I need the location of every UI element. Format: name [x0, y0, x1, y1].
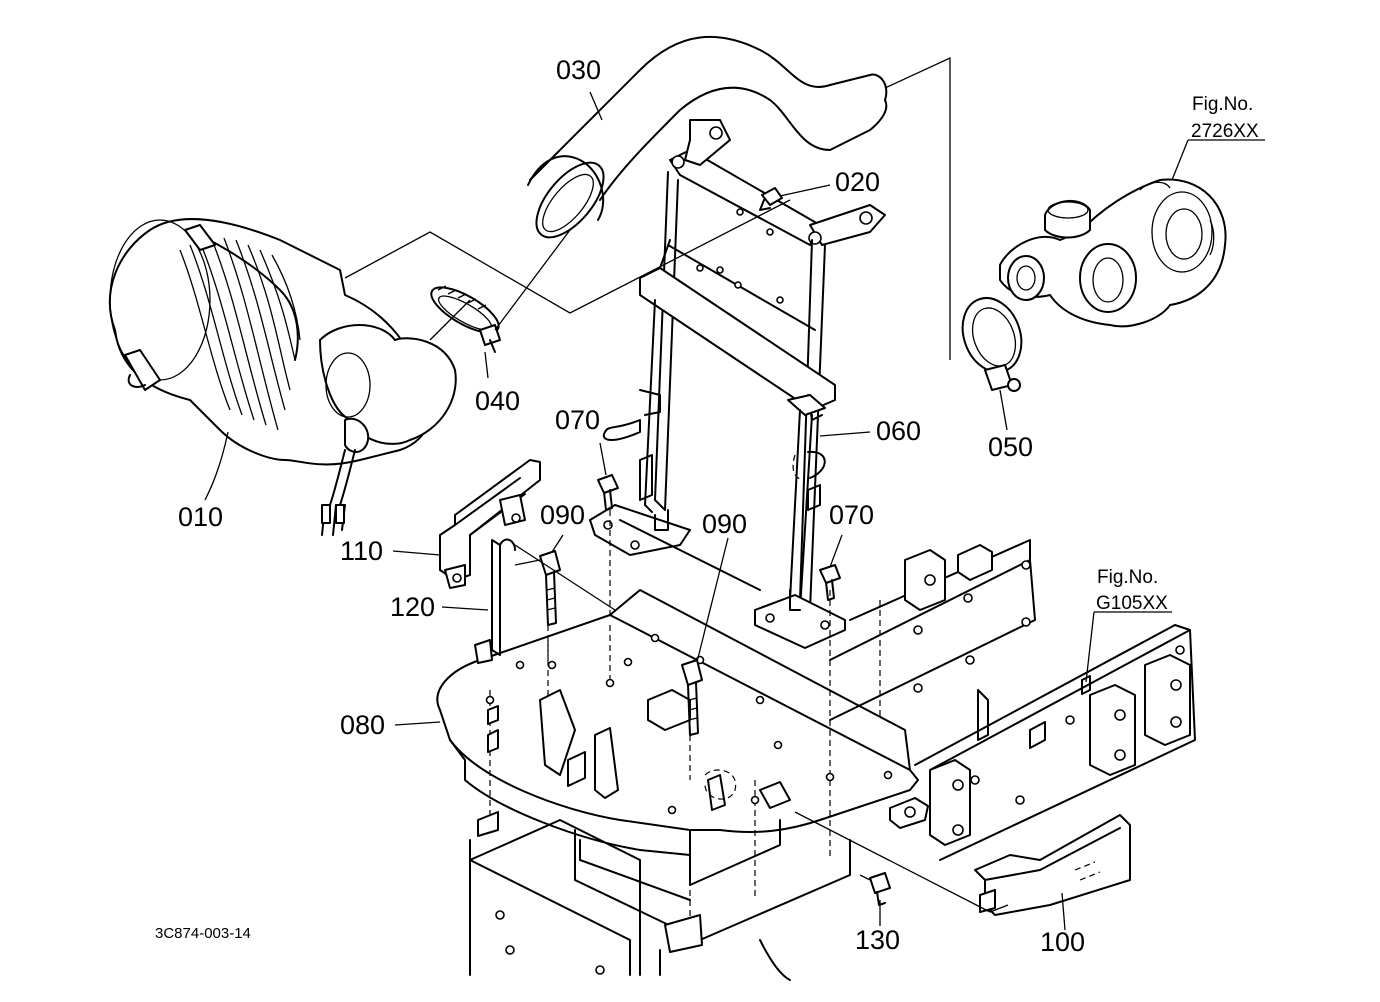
- label-090-left: 090: [540, 500, 585, 530]
- label-090-right: 090: [702, 509, 747, 539]
- part-labels: 030 020 040 050 060 070 070 090 090 010 …: [178, 55, 1085, 957]
- label-110: 110: [340, 536, 383, 566]
- label-080: 080: [340, 710, 385, 740]
- label-070-lower: 070: [829, 500, 874, 530]
- label-120: 120: [390, 592, 435, 622]
- fig-ref-title-1: Fig.No.: [1192, 94, 1253, 115]
- fig-ref-number-2: G105XX: [1096, 593, 1168, 614]
- leader-lines: [204, 91, 1265, 931]
- support-stand-060: [589, 119, 886, 649]
- label-130: 130: [855, 925, 900, 955]
- fig-ref-number-1: 2726XX: [1191, 121, 1259, 142]
- bolt-130: [869, 872, 891, 906]
- frame-rails: [829, 539, 1196, 861]
- label-050: 050: [988, 432, 1033, 462]
- figure-references: Fig.No. 2726XX Fig.No. G105XX: [1096, 94, 1259, 614]
- bracket-110: [439, 459, 541, 589]
- bolt-020: [759, 187, 783, 211]
- rod-120: [474, 538, 516, 664]
- explosion-lines: [344, 56, 1009, 913]
- label-100: 100: [1040, 927, 1085, 957]
- bolt-070-left: [597, 474, 619, 511]
- air-hose-030: [527, 35, 888, 239]
- label-060: 060: [876, 416, 921, 446]
- label-070-upper: 070: [555, 405, 600, 435]
- label-040: 040: [475, 386, 520, 416]
- label-030: 030: [556, 55, 601, 85]
- base-plate-080: [436, 589, 929, 953]
- air-cleaner-010: [108, 218, 457, 536]
- fig-ref-title-2: Fig.No.: [1097, 567, 1158, 588]
- turbocharger: [999, 178, 1227, 328]
- bolt-090-right: [681, 659, 703, 736]
- cover-100: [974, 814, 1131, 916]
- drawing-code: 3C874-003-14: [155, 925, 251, 942]
- label-020: 020: [835, 167, 880, 197]
- lower-frame: [469, 819, 851, 981]
- clamp-040: [430, 285, 501, 353]
- clamp-050: [961, 297, 1023, 392]
- label-010: 010: [178, 502, 223, 532]
- bolt-090-left: [539, 550, 561, 626]
